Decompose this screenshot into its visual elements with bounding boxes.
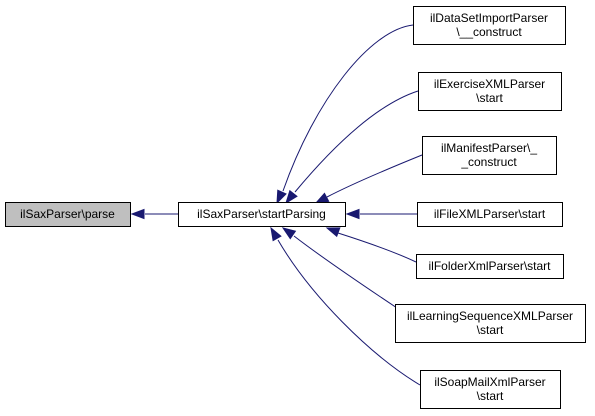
node-label: ilSaxParser\parse (20, 207, 115, 221)
node-label: \start (477, 323, 504, 337)
node-box (417, 202, 563, 227)
node-label: \start (476, 91, 503, 105)
node-box (420, 370, 561, 409)
node-label: _construct (460, 155, 517, 169)
edge-startParsing-parse (130, 208, 178, 220)
arrowhead (281, 227, 297, 240)
edge-exercise-startParsing (285, 90, 419, 205)
node-box (416, 254, 564, 279)
edge-dataSetImport-startParsing (276, 24, 414, 205)
node-box (422, 136, 557, 175)
node-label: ilManifestParser\_ (441, 141, 537, 155)
edge-line (294, 90, 419, 193)
node-box (418, 72, 562, 111)
edge-line (282, 24, 414, 192)
edge-fileXml-startParsing (345, 208, 417, 220)
node-label: ilExerciseXMLParser (434, 77, 545, 91)
edges-layer (130, 24, 423, 386)
node-manifest[interactable]: ilManifestParser\__construct (422, 136, 557, 175)
node-soapMail[interactable]: ilSoapMailXmlParser\start (420, 370, 561, 409)
node-label: ilFileXMLParser\start (434, 207, 546, 221)
node-box (413, 6, 566, 45)
node-exercise[interactable]: ilExerciseXMLParser\start (418, 72, 562, 111)
arrowhead (285, 189, 298, 205)
node-label: ilSaxParser\startParsing (197, 207, 326, 221)
node-fileXml[interactable]: ilFileXMLParser\start (417, 202, 563, 227)
node-learningSequence[interactable]: ilLearningSequenceXMLParser\start (395, 304, 586, 343)
edge-soapMail-startParsing (270, 226, 421, 386)
node-label: ilFolderXmlParser\start (428, 259, 551, 273)
node-label: ilLearningSequenceXMLParser (407, 309, 573, 323)
node-label: ilDataSetImportParser (430, 11, 548, 25)
node-dataSetImport[interactable]: ilDataSetImportParser\__construct (413, 6, 566, 45)
node-box (5, 202, 131, 227)
node-folderXml[interactable]: ilFolderXmlParser\start (416, 254, 564, 279)
node-startParsing[interactable]: ilSaxParser\startParsing (178, 202, 346, 227)
edge-line (326, 154, 423, 198)
arrowhead (325, 227, 341, 238)
edge-learningSequence-startParsing (281, 227, 401, 311)
edge-folderXml-startParsing (325, 227, 417, 263)
edge-line (293, 235, 401, 311)
edge-line (337, 232, 417, 263)
nodes-layer: ilSaxParser\parse ilSaxParser\startParsin… (5, 6, 586, 409)
arrowhead (270, 226, 282, 242)
node-parse[interactable]: ilSaxParser\parse (5, 202, 131, 227)
edge-manifest-startParsing (314, 154, 423, 204)
node-label: \start (477, 389, 504, 403)
arrowhead (276, 189, 287, 205)
edge-line (277, 239, 421, 386)
node-label: \__construct (456, 25, 522, 39)
node-box (178, 202, 346, 227)
arrowhead (345, 208, 360, 220)
arrowhead (130, 208, 145, 220)
node-label: ilSoapMailXmlParser (434, 375, 545, 389)
node-box (395, 304, 586, 343)
arrowhead (314, 192, 330, 204)
